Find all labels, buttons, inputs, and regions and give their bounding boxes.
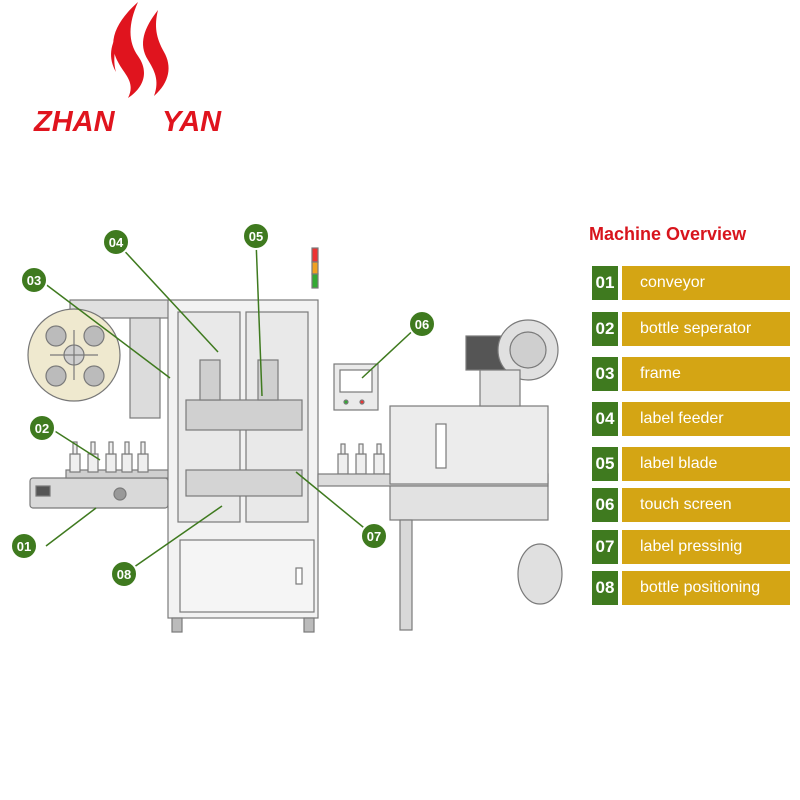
- legend-number: 02: [592, 312, 618, 346]
- legend-label: bottle positioning: [622, 571, 790, 605]
- legend-item: 03 frame: [592, 357, 790, 391]
- legend-label: conveyor: [622, 266, 790, 300]
- legend-label: touch screen: [622, 488, 790, 522]
- brand-logo: ZHAN YAN: [30, 0, 230, 150]
- flame-logo-icon: [111, 2, 169, 98]
- callout-05-num: 05: [249, 229, 263, 244]
- legend-number: 05: [592, 447, 618, 481]
- callout-02: 02: [28, 414, 56, 442]
- callout-08: 08: [110, 560, 138, 588]
- legend-label: label pressinig: [622, 530, 790, 564]
- callout-03: 03: [20, 266, 48, 294]
- legend-item: 08 bottle positioning: [592, 571, 790, 605]
- legend-item: 02 bottle seperator: [592, 312, 790, 346]
- callout-01-num: 01: [17, 539, 31, 554]
- infeed-conveyor: [29, 477, 169, 509]
- legend-number: 04: [592, 402, 618, 436]
- legend-label: label blade: [622, 447, 790, 481]
- callout-04-num: 04: [109, 235, 124, 250]
- label-reel: [27, 308, 121, 402]
- callout-06: 06: [408, 310, 436, 338]
- bottles-left: [69, 441, 149, 473]
- legend-item: 06 touch screen: [592, 488, 790, 522]
- callout-05: 05: [242, 222, 270, 250]
- callout-08-num: 08: [117, 567, 131, 582]
- legend-number: 06: [592, 488, 618, 522]
- panel-title: Machine Overview: [589, 224, 747, 244]
- legend-number: 07: [592, 530, 618, 564]
- legend-item: 04 label feeder: [592, 402, 790, 436]
- callout-02-num: 02: [35, 421, 49, 436]
- legend-item: 05 label blade: [592, 447, 790, 481]
- leader-lines: [39, 239, 421, 575]
- legend-label: frame: [622, 357, 790, 391]
- legend-number: 03: [592, 357, 618, 391]
- callout-07: 07: [360, 522, 388, 550]
- callout-06-num: 06: [415, 317, 429, 332]
- legend-label: label feeder: [622, 402, 790, 436]
- shrink-tunnel: [389, 405, 549, 485]
- legend-item: 01 conveyor: [592, 266, 790, 300]
- brand-name-left: ZHAN: [34, 106, 115, 138]
- callout-07-num: 07: [367, 529, 381, 544]
- callout-04: 04: [102, 228, 130, 256]
- callout-03-num: 03: [27, 273, 41, 288]
- legend-number: 08: [592, 571, 618, 605]
- callout-01: 01: [10, 532, 38, 560]
- legend-label: bottle seperator: [622, 312, 790, 346]
- brand-name-right: YAN: [162, 106, 222, 138]
- legend-number: 01: [592, 266, 618, 300]
- bottles-right: [337, 443, 385, 475]
- legend-item: 07 label pressinig: [592, 530, 790, 564]
